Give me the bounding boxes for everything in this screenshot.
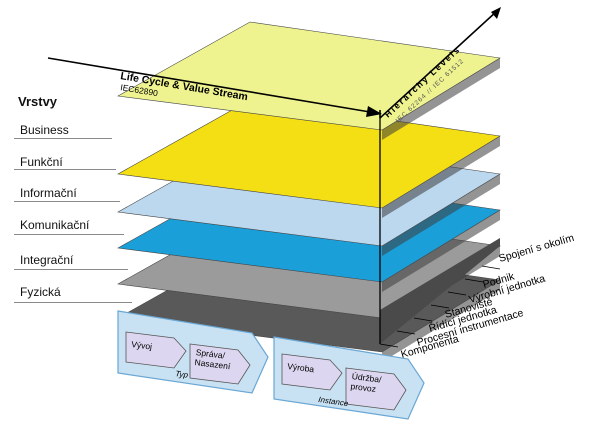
lifecycle-axis	[47, 57, 382, 117]
lifecycle-arrowhead	[366, 106, 382, 117]
hierarchy-tick	[396, 330, 416, 335]
hierarchy-tick	[379, 343, 399, 348]
lifecycle-step-label: Údržba/	[351, 371, 382, 385]
layer-plane-2	[117, 99, 501, 209]
lifecycle-step-label: Vývoj	[131, 339, 153, 351]
layer-edge-3	[382, 174, 500, 256]
lifecycle-step-arrow	[189, 343, 251, 385]
layer-plane-1	[117, 21, 501, 131]
layer-label: Fyzická	[20, 285, 61, 299]
layers-title: Vrstvy	[18, 94, 58, 109]
layer-underline	[14, 138, 112, 139]
layer-edge-6	[382, 280, 500, 362]
hierarchy-tick	[481, 265, 501, 270]
lifecycle-group-label: Instance	[318, 395, 350, 408]
layer-underline	[14, 169, 116, 170]
lifecycle-step-arrow	[345, 367, 407, 411]
layer-label: Integrační	[20, 253, 74, 267]
cube-right-face	[380, 238, 500, 344]
layer-edge-1	[382, 58, 500, 140]
hierarchy-ticks	[379, 265, 501, 348]
layer-underline	[14, 269, 128, 270]
layer-edge-4	[382, 210, 500, 292]
lifecycle-step-arrow	[281, 353, 343, 391]
hierarchy-tick	[413, 317, 433, 322]
hierarchy-level-label: Spojení s okolím	[498, 232, 576, 265]
layer-label: Informační	[20, 186, 77, 200]
lifecycle-step-arrow	[125, 331, 187, 369]
layer-underline	[14, 234, 124, 235]
layer-underline	[14, 302, 132, 303]
lifecycle-step-label: provoz	[350, 381, 377, 394]
layer-label: Komunikační	[20, 218, 90, 232]
hierarchy-tick	[464, 278, 484, 283]
hierarchy-tick	[447, 291, 467, 296]
hierarchy-arrowhead	[491, 7, 501, 19]
layer-edge-2	[382, 136, 500, 218]
layer-label: Business	[20, 123, 69, 137]
hierarchy-axis	[379, 7, 501, 344]
hierarchy-axis-diag	[379, 10, 498, 119]
lifecycle-axis-line	[47, 57, 377, 114]
layer-planes	[117, 21, 501, 362]
hierarchy-tick	[430, 304, 450, 309]
lifecycle-step-label: Správa/	[195, 347, 226, 361]
lifecycle-step-label: Výroba	[287, 361, 315, 374]
layer-label: Funkční	[20, 155, 63, 169]
layer-underline	[14, 201, 120, 202]
lifecycle-group-label: Typ	[175, 369, 189, 380]
lifecycle-step-label: Nasazení	[194, 357, 231, 371]
